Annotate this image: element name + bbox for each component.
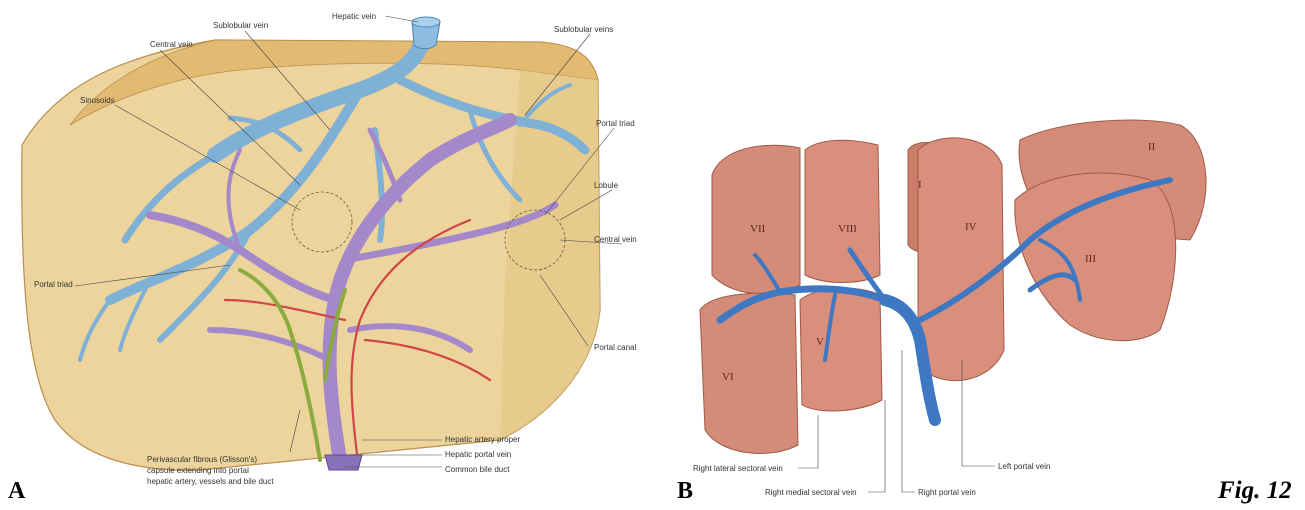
- segment-viii-label: VIII: [838, 223, 857, 235]
- label-common-bile-duct: Common bile duct: [445, 465, 510, 474]
- label-capsule-line-1: Perivascular fibrous (Glisson's): [147, 455, 257, 464]
- segment-i-label: I: [918, 179, 922, 191]
- segment-iv-block: [918, 138, 1004, 381]
- label-right-medial-sectoral-vein: Right medial sectoral vein: [765, 488, 857, 497]
- label-hepatic-portal-vein: Hepatic portal vein: [445, 450, 511, 459]
- segment-ii-label: II: [1148, 141, 1156, 153]
- label-hepatic-artery: Hepatic artery proper: [445, 435, 520, 444]
- segment-vi-block: [700, 293, 798, 453]
- label-right-portal-vein: Right portal vein: [918, 488, 976, 497]
- segment-iii-label: III: [1085, 253, 1096, 265]
- label-sublobular-vein-right: Sublobular veins: [554, 25, 613, 34]
- panel-b-illustration: VII VIII VI V I IV II III Right lateral …: [693, 120, 1206, 497]
- portal-canal-trunk: [325, 455, 362, 470]
- label-capsule-line-3: hepatic artery, vessels and bile duct: [147, 477, 274, 486]
- panel-a-illustration: Hepatic vein Sublobular vein Sublobular …: [22, 12, 637, 486]
- label-central-vein-right: Central vein: [594, 235, 637, 244]
- segment-v-block: [800, 288, 882, 411]
- segment-vi-label: VI: [722, 371, 734, 383]
- figure-caption: Fig. 12: [1218, 477, 1292, 505]
- label-sinusoids: Sinusoids: [80, 96, 115, 105]
- segment-v-label: V: [816, 336, 824, 348]
- panel-a-letter: A: [8, 478, 25, 505]
- label-central-vein-top: Central vein: [150, 40, 193, 49]
- panel-b-letter: B: [677, 478, 693, 505]
- label-capsule-line-2: capsule extending into portal: [147, 466, 249, 475]
- segment-vii-block: [712, 145, 800, 293]
- label-hepatic-vein: Hepatic vein: [332, 12, 376, 21]
- label-sublobular-vein-left: Sublobular vein: [213, 21, 268, 30]
- label-left-portal-vein: Left portal vein: [998, 462, 1050, 471]
- segment-viii-block: [805, 140, 880, 282]
- label-portal-triad-left: Portal triad: [34, 280, 73, 289]
- label-portal-triad-right: Portal triad: [596, 119, 635, 128]
- segment-iv-label: IV: [965, 221, 977, 233]
- label-portal-canal: Portal canal: [594, 343, 636, 352]
- label-lobule: Lobule: [594, 181, 619, 190]
- segment-vii-label: VII: [750, 223, 766, 235]
- label-right-lateral-sectoral-vein: Right lateral sectoral vein: [693, 464, 783, 473]
